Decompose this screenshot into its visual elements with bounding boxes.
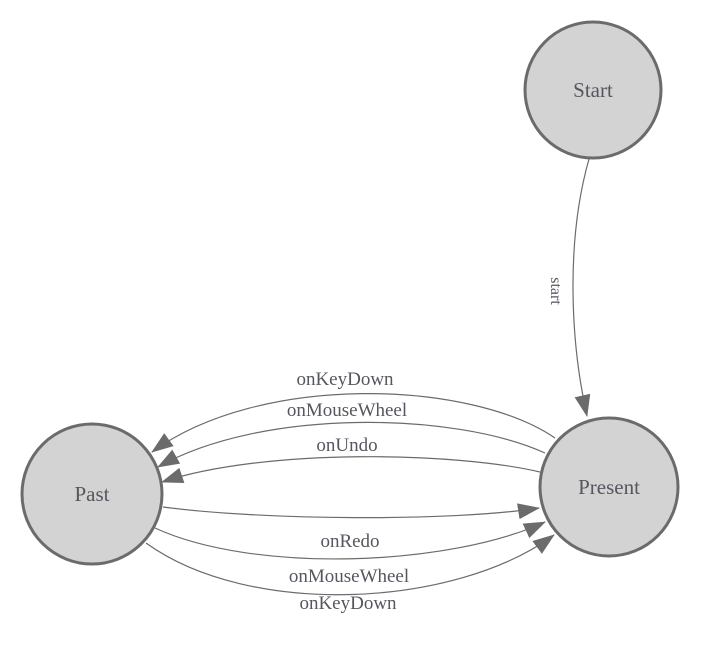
edge-present-to-past-onundo: onUndo [161, 435, 541, 484]
node-present-label: Present [578, 475, 640, 499]
edge-past-to-present-onredo: onRedo [162, 503, 540, 552]
edge-past-to-present-onredo-line [162, 503, 540, 520]
node-past: Past [20, 422, 164, 566]
edge-label-onkeydown-top: onKeyDown [296, 369, 394, 390]
edge-label-start: start [547, 277, 564, 305]
edge-label-onredo: onRedo [320, 531, 379, 552]
edge-start-to-present-line [572, 158, 591, 417]
node-present: Present [538, 416, 680, 558]
edge-present-to-past-onundo-line [161, 456, 541, 484]
edge-label-onmousewheel-bottom: onMouseWheel [289, 566, 409, 587]
edge-past-to-present-onmousewheel-line [154, 521, 546, 560]
edge-present-to-past-onmousewheel: onMouseWheel [157, 400, 546, 468]
edge-present-to-past-onmousewheel-line [157, 421, 546, 468]
edge-label-onmousewheel-top: onMouseWheel [287, 400, 407, 421]
edge-past-to-present-onkeydown-line [145, 534, 555, 596]
node-past-circle [20, 422, 164, 566]
edge-label-onundo: onUndo [316, 435, 377, 456]
edge-present-to-past-onkeydown-line [151, 393, 556, 453]
node-start-circle [523, 20, 663, 160]
edge-label-onkeydown-bottom: onKeyDown [299, 593, 397, 614]
edge-past-to-present-onmousewheel: onMouseWheel [154, 521, 546, 587]
node-present-circle [538, 416, 680, 558]
edge-past-to-present-onkeydown: onKeyDown [145, 534, 555, 614]
node-start: Start [523, 20, 663, 160]
edge-start-to-present: start [547, 158, 591, 417]
edge-present-to-past-onkeydown: onKeyDown [151, 369, 556, 453]
node-past-label: Past [74, 482, 109, 506]
node-start-label: Start [573, 78, 613, 102]
